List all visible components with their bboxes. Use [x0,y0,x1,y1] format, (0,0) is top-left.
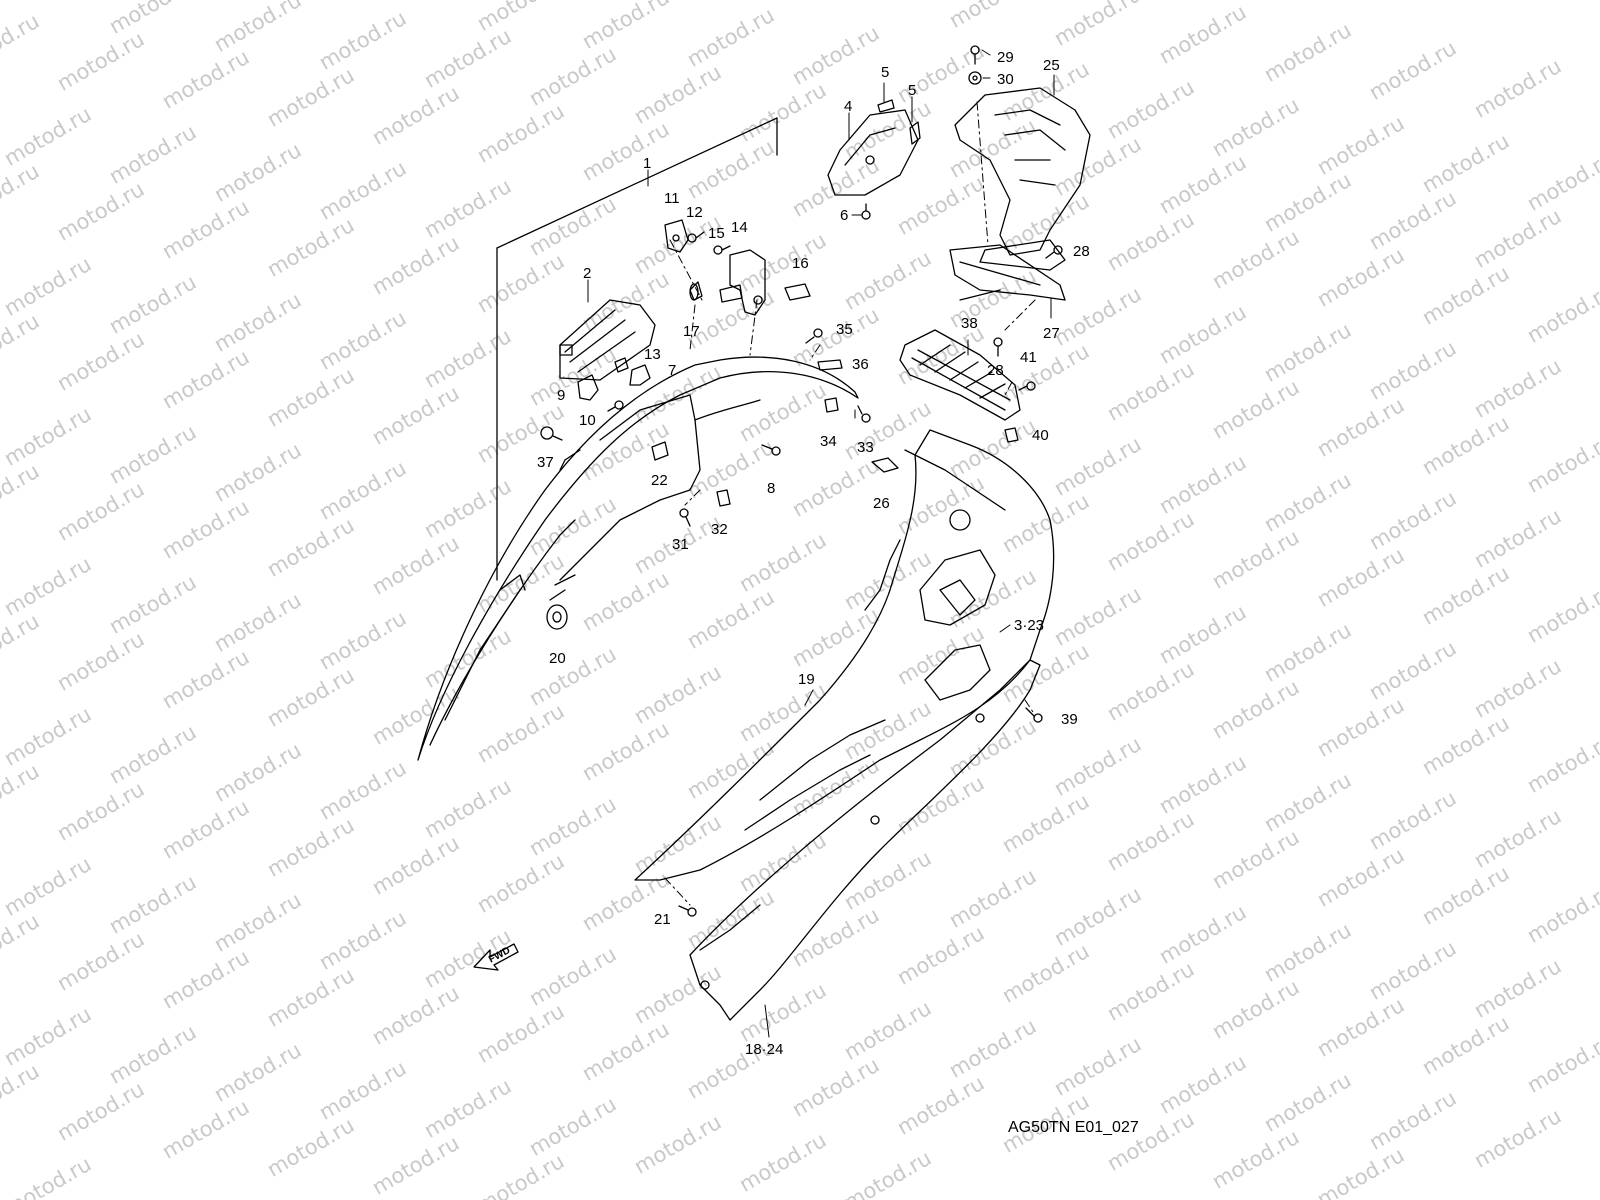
callout-21: 21 [654,911,671,928]
washer-30 [968,71,982,85]
callout-8: 8 [767,480,775,497]
callout-9: 9 [557,387,565,404]
assembly-bracket-1 [496,117,778,581]
callout-17: 17 [683,323,700,340]
screw-8 [761,444,781,456]
callout-31: 31 [672,536,689,553]
callout-33: 33 [857,439,874,456]
callout-numbers: 1 2 3·23 4 5 5 6 7 8 9 10 11 12 13 14 15… [537,49,1090,1058]
screw-39 [1025,707,1043,723]
callout-22: 22 [651,472,668,489]
callout-40: 40 [1032,427,1049,444]
callout-36: 36 [852,356,869,373]
screw-15 [713,245,731,255]
callout-38: 38 [961,315,978,332]
callout-11: 11 [664,190,680,207]
screw-33 [857,405,871,423]
callout-6: 6 [840,207,848,224]
nut-40 [1004,427,1019,443]
callout-26: 26 [873,495,890,512]
screw-28b [993,337,1003,357]
screw-37 [540,426,563,441]
callout-18-24: 18·24 [745,1041,783,1058]
diagram-code: AG50TN E01_027 [1008,1119,1139,1136]
tail-cover-25 [954,87,1091,271]
clip-17 [689,283,699,301]
screw-41 [1018,381,1036,391]
callout-32: 32 [711,521,728,538]
callout-4: 4 [844,98,852,115]
callout-39: 39 [1061,711,1078,728]
frame-cover-left [417,356,859,761]
callout-28a: 28 [1073,243,1090,260]
bracket-2 [559,299,656,381]
clip-36 [817,359,843,371]
callout-13: 13 [644,346,661,363]
side-cover-right [634,429,1055,881]
callout-41: 41 [1020,349,1037,366]
callout-2: 2 [583,265,591,282]
screw-31 [679,508,691,527]
grille-38 [899,329,1021,421]
callout-20: 20 [549,650,566,667]
callout-14: 14 [731,219,748,236]
callout-27: 27 [1043,325,1060,342]
grommet-20 [546,604,568,630]
callout-25: 25 [1043,57,1060,74]
screw-21 [678,905,697,917]
assembly-lines [664,101,1036,906]
callout-1: 1 [643,155,651,172]
callout-5a: 5 [881,64,889,81]
callout-37: 37 [537,454,554,471]
screw-6 [861,203,871,220]
fasteners [540,45,1063,917]
callout-10: 10 [579,412,596,429]
lower-cover-18 [689,659,1041,1021]
screw-10 [607,400,624,412]
callout-7: 7 [668,362,676,379]
screw-28a [1045,245,1063,259]
small-pads [651,397,839,507]
callout-16: 16 [792,255,809,272]
callout-5b: 5 [908,82,916,99]
callout-28b: 28 [987,362,1004,379]
screw-35 [805,328,823,344]
callout-19: 19 [798,671,815,688]
screw-12 [687,231,705,243]
forward-arrow-icon [473,943,519,971]
callout-15: 15 [708,225,725,242]
part-4 [827,99,921,196]
leader-lines [587,49,1055,1038]
screw-29 [970,45,980,65]
clip-26 [871,457,899,473]
callout-3-23: 3·23 [1014,617,1044,634]
bracket-27 [949,244,1066,301]
callout-34: 34 [820,433,837,450]
callout-30: 30 [997,71,1014,88]
callout-35: 35 [836,321,853,338]
callout-12: 12 [686,204,703,221]
callout-29: 29 [997,49,1014,66]
